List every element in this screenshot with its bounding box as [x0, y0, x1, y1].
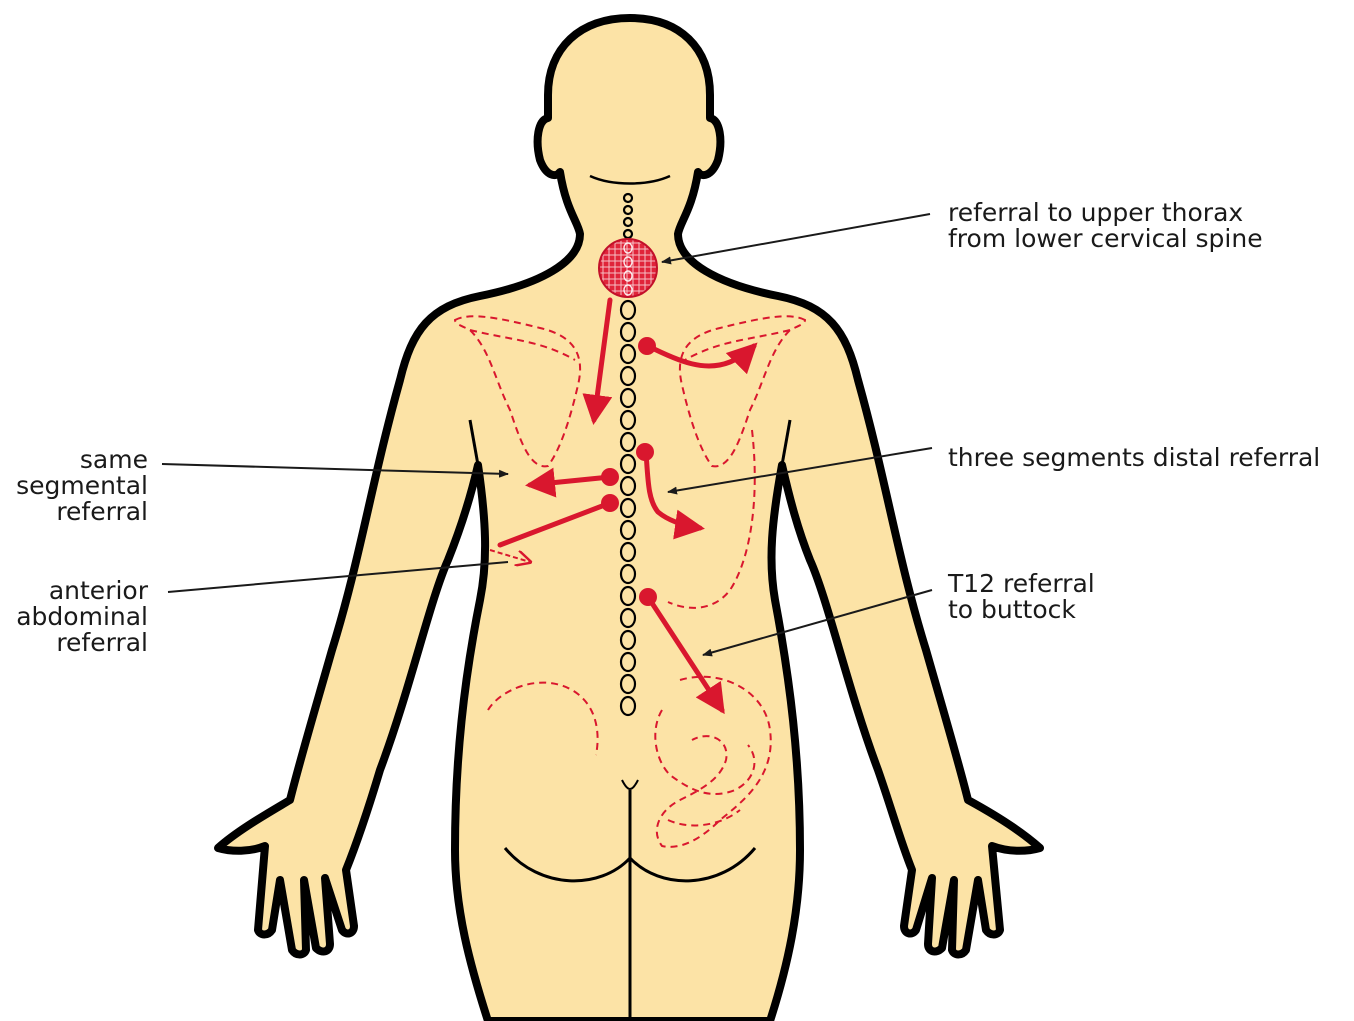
segmental-referral-label-line2: segmental [16, 473, 148, 499]
segmental-referral-label-line3: referral [16, 499, 148, 525]
abdominal-origin-dot [601, 494, 619, 512]
distal-referral-label-line1: three segments distal referral [948, 445, 1320, 471]
buttock-referral-label-line2: to buttock [948, 597, 1095, 623]
abdominal-referral-label-line1: anterior [16, 578, 148, 604]
scapular-origin-dot [638, 337, 656, 355]
upper-thorax-leader [662, 214, 930, 262]
distal-referral-label: three segments distal referral [948, 445, 1320, 471]
abdominal-referral-label-line3: referral [16, 630, 148, 656]
t12-origin-dot [639, 588, 657, 606]
buttock-referral-label: T12 referral to buttock [948, 571, 1095, 623]
segmental-origin-dot [601, 468, 619, 486]
abdominal-referral-label: anterior abdominal referral [16, 578, 148, 656]
upper-thorax-label-line2: from lower cervical spine [948, 226, 1263, 252]
upper-thorax-label: referral to upper thorax from lower cerv… [948, 200, 1263, 252]
abdominal-leader [168, 562, 508, 592]
upper-thorax-label-line1: referral to upper thorax [948, 200, 1263, 226]
buttock-referral-label-line1: T12 referral [948, 571, 1095, 597]
segmental-referral-label: same segmental referral [16, 447, 148, 525]
segmental-referral-label-line1: same [16, 447, 148, 473]
abdominal-referral-label-line2: abdominal [16, 604, 148, 630]
distal-origin-dot [636, 443, 654, 461]
cervical-origin-zone [599, 239, 657, 297]
